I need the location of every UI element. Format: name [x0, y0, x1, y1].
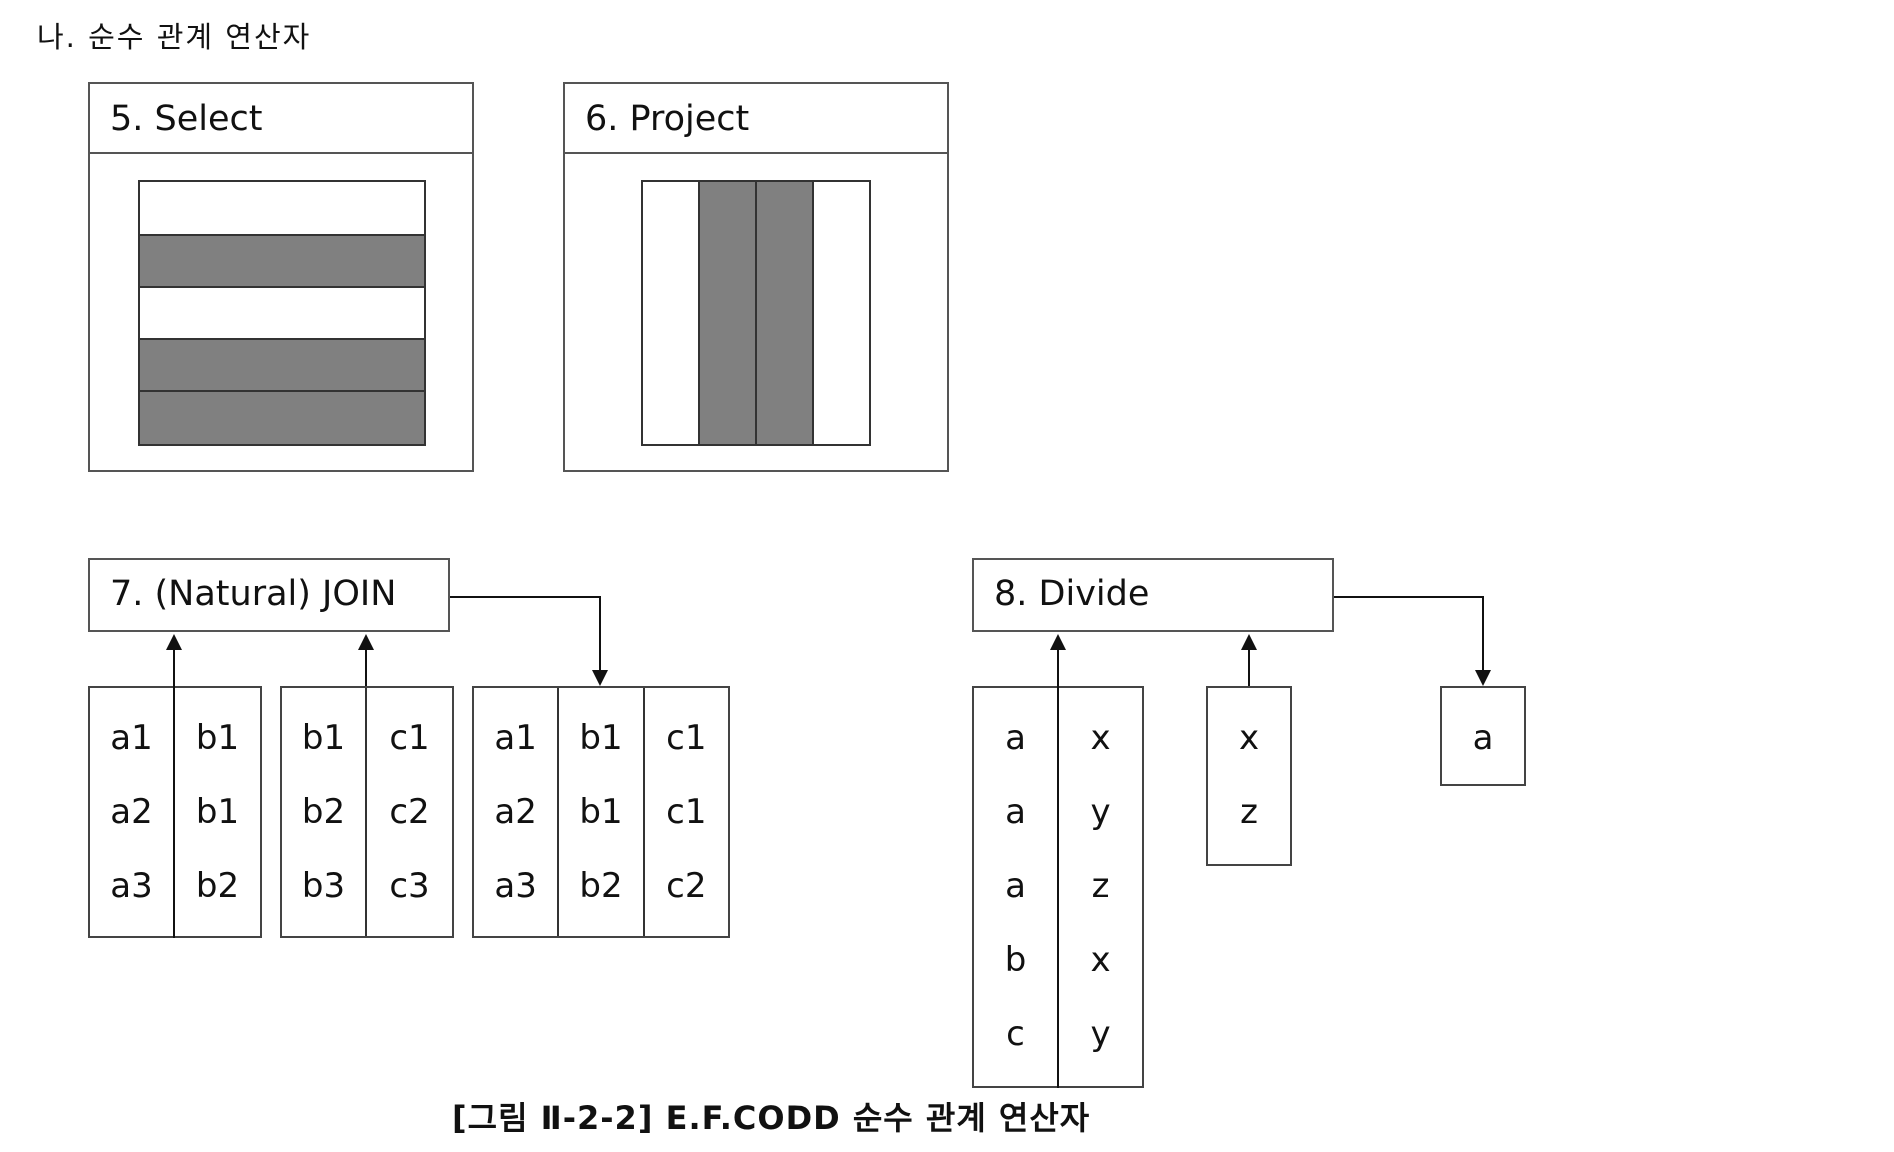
table-cell: a1: [110, 718, 153, 758]
dividend-col-1: a a a b c: [974, 688, 1057, 1086]
table-cell: z: [1091, 866, 1110, 906]
table-cell: b2: [579, 866, 623, 906]
join-table-1-col-1: a1 a2 a3: [90, 688, 173, 936]
join-result-col-1: a1 a2 a3: [474, 688, 557, 936]
table-cell: x: [1238, 718, 1260, 758]
table-cell: b2: [195, 866, 240, 906]
table-cell: y: [1090, 792, 1111, 832]
table-cell: b1: [579, 718, 623, 758]
table-cell: y: [1090, 1014, 1111, 1054]
join-result-col-2: b1 b1 b2: [557, 688, 642, 936]
table-cell: b1: [195, 792, 240, 832]
table-cell: b1: [579, 792, 623, 832]
table-cell: b2: [301, 792, 346, 832]
join-result-table: a1 a2 a3 b1 b1 b2 c1 c1 c2: [472, 686, 730, 938]
table-cell: a2: [110, 792, 153, 832]
table-cell: a: [1005, 792, 1026, 832]
section-heading: 나. 순수 관계 연산자: [37, 20, 312, 54]
table-cell: b3: [301, 866, 346, 906]
project-panel: 6. Project: [563, 82, 949, 472]
project-title: 6. Project: [565, 84, 947, 154]
select-row-2: [138, 234, 426, 288]
table-cell: z: [1240, 792, 1258, 832]
table-cell: c3: [389, 866, 430, 906]
figure-caption: [그림 Ⅱ-2-2] E.F.CODD 순수 관계 연산자: [452, 1099, 1091, 1137]
table-cell: x: [1090, 940, 1111, 980]
table-cell: a: [1472, 718, 1494, 758]
divide-label: 8. Divide: [972, 558, 1334, 632]
select-title: 5. Select: [90, 84, 472, 154]
table-cell: a2: [494, 792, 537, 832]
table-cell: x: [1090, 718, 1111, 758]
join-table-2-col-2: c1 c2 c3: [365, 688, 452, 936]
join-table-2: b1 b2 b3 c1 c2 c3: [280, 686, 454, 938]
divide-result-col-1: a: [1442, 688, 1524, 784]
table-cell: c1: [666, 792, 707, 832]
table-cell: b: [1004, 940, 1027, 980]
table-cell: a3: [110, 866, 153, 906]
join-result-col-3: c1 c1 c2: [642, 688, 728, 936]
table-cell: c2: [666, 866, 707, 906]
join-arrow-to-result: [450, 596, 608, 686]
table-cell: a3: [494, 866, 537, 906]
join-label: 7. (Natural) JOIN: [88, 558, 450, 632]
select-row-4: [138, 338, 426, 392]
select-row-5: [138, 390, 426, 446]
table-cell: c: [1006, 1014, 1025, 1054]
table-cell: a: [1005, 718, 1026, 758]
select-panel: 5. Select: [88, 82, 474, 472]
select-row-1: [138, 180, 426, 236]
join-table-2-col-1: b1 b2 b3: [282, 688, 365, 936]
project-diagram: [641, 180, 871, 446]
project-col-4: [812, 180, 871, 446]
divide-result-table: a: [1440, 686, 1526, 786]
table-cell: b1: [195, 718, 240, 758]
table-cell: a1: [494, 718, 537, 758]
project-col-2: [698, 180, 757, 446]
table-cell: c1: [666, 718, 707, 758]
table-cell: c1: [389, 718, 430, 758]
divide-divisor-table: x z: [1206, 686, 1292, 866]
select-diagram: [138, 180, 426, 446]
divisor-col-1: x z: [1208, 688, 1290, 864]
divide-arrow-to-result: [1334, 596, 1491, 686]
table-cell: b1: [301, 718, 346, 758]
table-cell: a: [1005, 866, 1026, 906]
table-cell: c2: [389, 792, 430, 832]
